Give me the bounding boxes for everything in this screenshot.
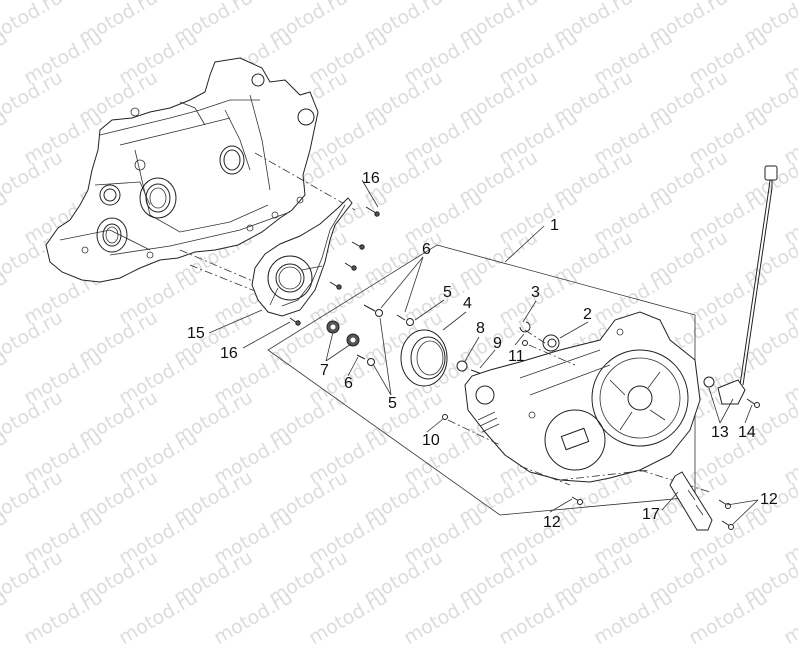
- callout-5a: 5: [443, 284, 452, 301]
- callout-15: 15: [187, 325, 205, 342]
- callout-13: 13: [711, 424, 729, 441]
- callout-5b: 5: [388, 395, 397, 412]
- diagram-drawing: [45, 57, 778, 531]
- callout-16b: 16: [220, 345, 238, 362]
- callout-7: 7: [320, 362, 329, 379]
- crankcase-drawing: [45, 57, 319, 283]
- part-17-bracket: [669, 471, 713, 531]
- callout-11: 11: [508, 348, 525, 365]
- callout-8: 8: [476, 320, 485, 337]
- callout-1: 1: [550, 217, 559, 234]
- screws-16: [289, 206, 380, 326]
- leader-lines: [208, 179, 759, 526]
- callout-14: 14: [738, 424, 756, 441]
- callout-17: 17: [642, 506, 660, 523]
- callout-16a: 16: [362, 170, 380, 187]
- callout-10: 10: [422, 432, 440, 449]
- callout-3: 3: [531, 284, 540, 301]
- callout-9: 9: [493, 335, 502, 352]
- part-13-sensor: [703, 165, 778, 405]
- callout-12a: 12: [543, 514, 561, 531]
- callout-12b: 12: [760, 491, 778, 508]
- part-1-side-cover: [464, 311, 701, 483]
- small-parts: [326, 304, 560, 420]
- callout-4: 4: [463, 295, 472, 312]
- callout-6a: 6: [422, 241, 431, 258]
- assembly-1-outline: [267, 244, 696, 516]
- callout-6b: 6: [344, 375, 353, 392]
- callout-2: 2: [583, 306, 592, 323]
- part-15-inner-cover: [251, 197, 353, 317]
